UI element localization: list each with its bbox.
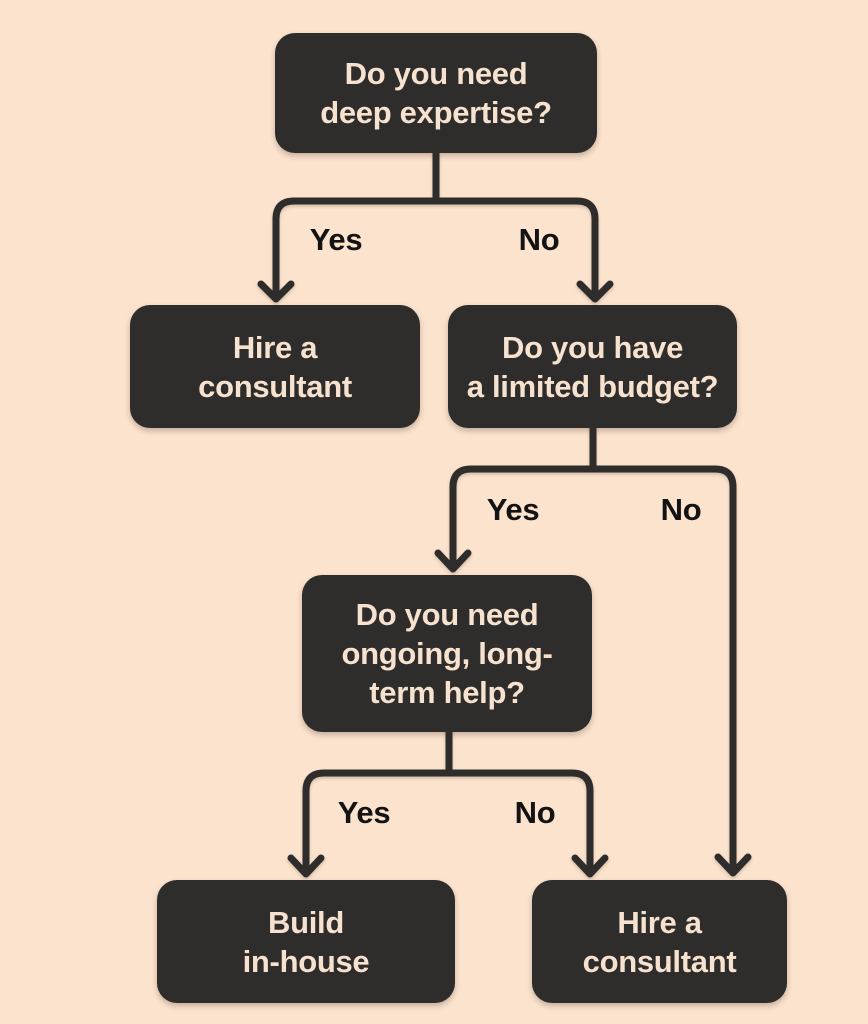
node-text-line: a limited budget? <box>466 368 719 404</box>
node-question-limited-budget: Do you have a limited budget? <box>448 305 737 428</box>
arrow-down-icon <box>287 854 325 878</box>
node-text-line: term help? <box>369 675 525 710</box>
edge-budget-branch <box>449 465 737 875</box>
node-text-line: consultant <box>198 368 352 404</box>
branch-label-expertise-no: No <box>518 222 560 257</box>
node-text-line: ongoing, long- <box>341 636 553 671</box>
arrow-down-icon <box>714 853 752 877</box>
node-text-line: Hire a <box>617 904 702 940</box>
arrow-down-icon <box>576 280 614 303</box>
node-text-line: Hire a <box>232 329 318 365</box>
node-text-line: in-house <box>242 943 370 979</box>
arrow-down-icon <box>434 549 472 573</box>
node-outcome-hire-consultant-left: Hire a consultant <box>130 305 420 428</box>
arrow-down-icon <box>257 280 295 303</box>
node-question-deep-expertise: Do you need deep expertise? <box>275 33 597 153</box>
branch-label-ongoing-yes: Yes <box>337 795 391 830</box>
node-text-line: Do you have <box>501 329 684 365</box>
node-question-ongoing-help: Do you need ongoing, long- term help? <box>302 575 592 732</box>
edge-ongoing-branch <box>302 769 594 874</box>
node-text-line: consultant <box>582 943 737 979</box>
node-outcome-hire-consultant-right: Hire a consultant <box>532 880 787 1003</box>
node-outcome-build-in-house: Build in-house <box>157 880 455 1003</box>
branch-label-budget-yes: Yes <box>486 492 540 527</box>
branch-label-expertise-yes: Yes <box>309 222 363 257</box>
node-text-line: Do you need <box>344 56 528 91</box>
edge-expertise-branch <box>272 197 599 302</box>
node-text-line: Build <box>268 904 344 940</box>
branch-label-ongoing-no: No <box>514 795 556 830</box>
arrow-down-icon <box>571 854 609 878</box>
node-text-line: Do you need <box>355 597 539 632</box>
node-text-line: deep expertise? <box>320 95 552 130</box>
branch-label-budget-no: No <box>660 492 702 527</box>
